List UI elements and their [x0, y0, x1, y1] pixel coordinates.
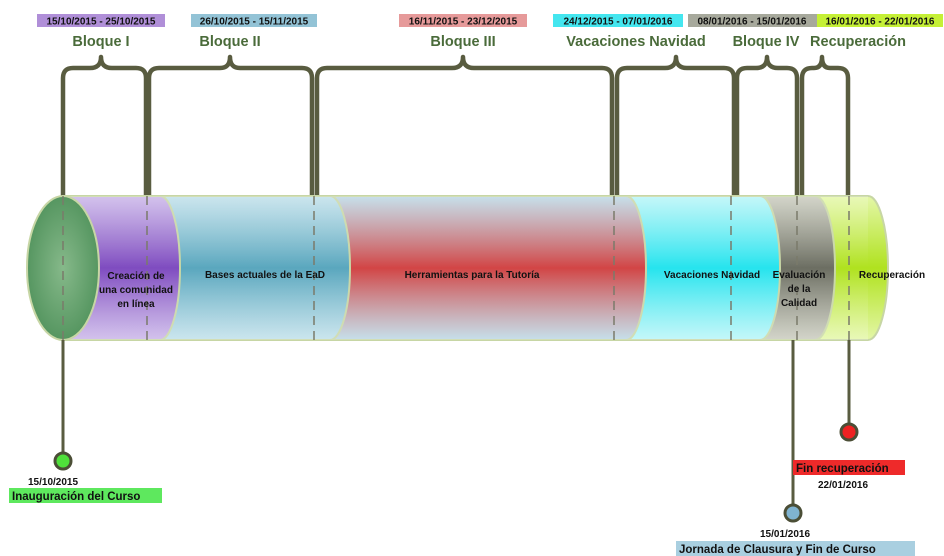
event-3-title: Fin recuperación — [796, 463, 889, 475]
block-2-date-chip — [191, 14, 317, 27]
block-4-title: Vacaciones Navidad — [566, 34, 705, 50]
event-3-marker — [839, 422, 859, 442]
block-date-chips — [37, 14, 943, 27]
timeline-cylinder — [26, 195, 889, 341]
block-braces — [60, 54, 851, 198]
event-1-date: 15/10/2015 — [28, 477, 78, 488]
event-connectors — [61, 340, 851, 506]
event-2-marker — [783, 503, 803, 523]
event-2-title-bg — [676, 541, 915, 556]
block-6-brace — [799, 54, 851, 198]
segment-3-label: Herramientas para la Tutoría — [405, 270, 540, 281]
block-3-title: Bloque III — [430, 34, 495, 50]
block-4-date: 24/12/2015 - 07/01/2016 — [564, 17, 673, 28]
block-1-brace — [60, 54, 149, 198]
event-1-title-bg — [9, 488, 162, 503]
segment-1-label-line-2: una comunidad — [99, 285, 173, 296]
event-labels: 15/10/2015 Inauguración del Curso 15/01/… — [12, 463, 889, 556]
event-2-date: 15/01/2016 — [760, 529, 810, 540]
block-3-brace — [314, 54, 615, 198]
guide-lines — [62, 196, 850, 340]
block-1-date: 15/10/2015 - 25/10/2015 — [47, 17, 156, 28]
segment-5-label-line-1: Evaluación — [773, 270, 826, 281]
block-3-date-chip — [399, 14, 527, 27]
block-1-date-chip — [37, 14, 165, 27]
block-4-date-chip — [553, 14, 683, 27]
block-3-date: 16/11/2015 - 23/12/2015 — [409, 17, 518, 28]
block-5-title: Bloque IV — [733, 34, 800, 50]
block-5-date-chip — [688, 14, 817, 27]
block-2-title: Bloque II — [199, 34, 260, 50]
segment-1-label-line-3: en línea — [117, 299, 155, 310]
segment-6-label: Recuperación — [859, 270, 925, 281]
segment-1-label-line-1: Creación de — [107, 271, 165, 282]
event-3-date: 22/01/2016 — [818, 480, 868, 491]
segment-5-label-line-2: de la — [788, 284, 811, 295]
block-5-brace — [734, 54, 800, 198]
block-1-title: Bloque I — [72, 34, 129, 50]
event-2-title: Jornada de Clausura y Fin de Curso — [679, 544, 876, 556]
event-1-marker — [53, 451, 73, 471]
block-6-date: 16/01/2016 - 22/01/2016 — [826, 17, 935, 28]
event-markers — [53, 422, 859, 523]
segment-4-label: Vacaciones Navidad — [664, 270, 760, 281]
block-2-brace — [146, 54, 315, 198]
segment-labels: Creación de una comunidad en línea Bases… — [99, 270, 925, 310]
event-3-title-bg — [793, 460, 905, 475]
cylinder-shading — [63, 196, 868, 340]
event-1-title: Inauguración del Curso — [12, 491, 140, 503]
block-6-date-chip — [817, 14, 943, 27]
segment-2-label: Bases actuales de la EaD — [205, 270, 325, 281]
block-5-date: 08/01/2016 - 15/01/2016 — [698, 17, 807, 28]
block-4-brace — [614, 54, 737, 198]
segment-5-label-line-3: Calidad — [781, 298, 817, 309]
block-6-title: Recuperación — [810, 34, 906, 50]
block-titles: Bloque I Bloque II Bloque III Vacaciones… — [72, 34, 906, 50]
block-dates: 15/10/2015 - 25/10/2015 26/10/2015 - 15/… — [47, 17, 935, 28]
block-2-date: 26/10/2015 - 15/11/2015 — [200, 17, 309, 28]
